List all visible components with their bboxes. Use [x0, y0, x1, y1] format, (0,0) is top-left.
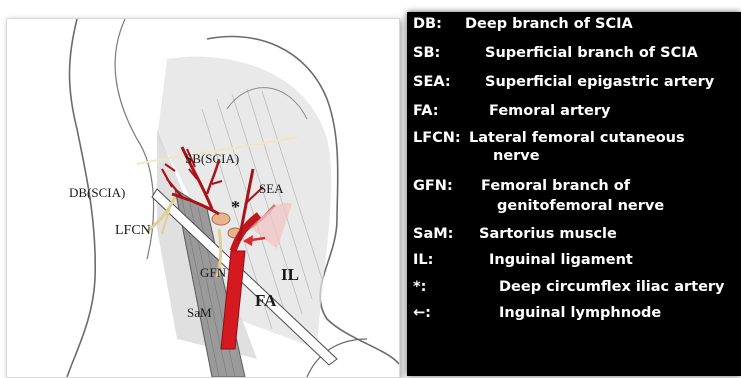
legend-desc: Femoral branch of [481, 178, 630, 194]
label-sea: SEA [259, 181, 284, 197]
groin-anatomy-drawing [7, 19, 399, 377]
legend-row-gfn: GFN: Femoral branch of genitofemoral ner… [413, 178, 733, 218]
legend-abbr: FA: [413, 103, 439, 119]
legend-abbr: GFN: [413, 178, 453, 194]
label-asterisk: * [231, 197, 240, 218]
legend-abbr: IL: [413, 252, 433, 268]
legend-panel: DB: Deep branch of SCIA SB: Superficial … [407, 12, 741, 376]
legend-abbr: DB: [413, 16, 442, 32]
legend-abbr: SEA: [413, 74, 451, 90]
legend-desc: Femoral artery [489, 103, 610, 119]
legend-abbr: *: [413, 279, 426, 295]
label-gfn: GFN [200, 265, 226, 281]
label-lfcn: LFCN [115, 223, 151, 239]
legend-abbr: SaM: [413, 226, 453, 242]
label-db-scia: DB(SCIA) [69, 185, 125, 201]
legend-desc-cont: nerve [493, 148, 540, 164]
legend-desc: Superficial epigastric artery [485, 74, 714, 90]
legend-desc: Superficial branch of SCIA [485, 45, 698, 61]
label-sb-scia: SB(SCIA) [185, 151, 239, 167]
label-sam: SaM [187, 305, 212, 321]
legend-abbr: SB: [413, 45, 440, 61]
anatomical-illustration: DB(SCIA) SB(SCIA) SEA LFCN * GFN IL FA S… [6, 18, 400, 378]
legend-row-lfcn: LFCN: Lateral femoral cutaneous nerve [413, 130, 733, 170]
inguinal-lymphnode [212, 213, 230, 225]
legend-desc-cont: genitofemoral nerve [497, 198, 664, 214]
legend-desc: Inguinal ligament [489, 252, 633, 268]
label-fa: FA [255, 291, 276, 311]
legend-desc: Deep circumflex iliac artery [499, 279, 725, 295]
legend-abbr: LFCN: [413, 130, 461, 146]
label-il: IL [281, 265, 299, 285]
legend-desc: Inguinal lymphnode [499, 305, 661, 321]
legend-desc: Lateral femoral cutaneous [469, 130, 685, 146]
legend-desc: Deep branch of SCIA [465, 16, 633, 32]
legend-desc: Sartorius muscle [479, 226, 617, 242]
legend-abbr: ←: [413, 305, 431, 321]
